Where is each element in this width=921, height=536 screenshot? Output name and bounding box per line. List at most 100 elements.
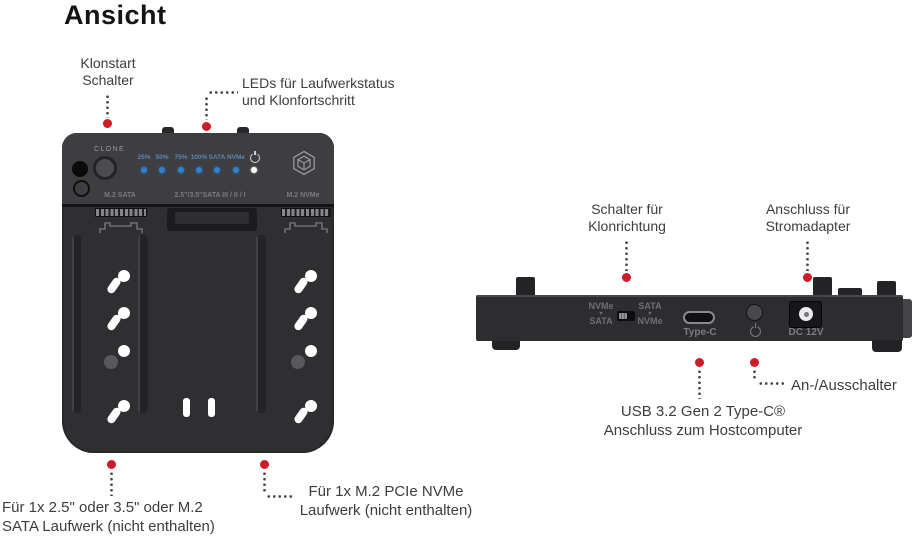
dc-jack-ring bbox=[799, 307, 813, 321]
callout-sata-bay: Für 1x 2.5" oder 3.5" oder M.2 SATA Lauf… bbox=[2, 498, 252, 536]
switch-label-nvme-to-sata-top: NVMe bbox=[588, 301, 614, 311]
keyhole-standoff-with-peg bbox=[104, 345, 132, 373]
callout-leds: LEDs für Laufwerkstatus und Klonfortschr… bbox=[242, 75, 395, 109]
power-icon bbox=[750, 326, 761, 337]
dc-power-jack[interactable] bbox=[789, 301, 822, 328]
drive-stop-slot bbox=[208, 398, 215, 417]
led-label-sata: SATA bbox=[208, 154, 226, 161]
device-foot bbox=[872, 340, 902, 352]
keyhole-standoff bbox=[292, 400, 319, 428]
slot-label-m2-nvme: M.2 NVMe bbox=[286, 192, 320, 199]
drive-rail bbox=[72, 235, 81, 413]
keyhole-standoff bbox=[105, 307, 132, 335]
leader-line bbox=[110, 471, 113, 496]
sata-connector-outline-icon bbox=[284, 222, 328, 233]
callout-usb-host: USB 3.2 Gen 2 Type-C® Anschluss zum Host… bbox=[588, 402, 818, 440]
power-button[interactable] bbox=[746, 304, 763, 321]
led-label-25: 25% bbox=[137, 154, 151, 161]
callout-clone-direction-line2: Klonrichtung bbox=[588, 218, 666, 234]
leader-line bbox=[266, 495, 292, 498]
switch-label-sata-to-nvme-top: SATA bbox=[638, 301, 662, 311]
keyhole-standoff bbox=[292, 307, 319, 335]
device-foot bbox=[492, 341, 520, 350]
red-dot-marker bbox=[695, 358, 704, 367]
drive-rail bbox=[138, 235, 148, 413]
sata-port-tongue bbox=[175, 212, 249, 224]
switch-label-nvme-to-sata-bottom: SATA bbox=[589, 316, 613, 326]
arrow-down-icon: ▼ bbox=[598, 311, 604, 317]
callout-klonstart-line1: Klonstart bbox=[80, 55, 136, 71]
progress-led-50-icon bbox=[159, 167, 165, 173]
red-dot-marker bbox=[202, 122, 211, 131]
power-led-icon bbox=[251, 167, 257, 173]
leader-line bbox=[806, 240, 809, 271]
leader-line bbox=[625, 240, 628, 271]
clone-button-label: CLONE bbox=[94, 146, 126, 153]
red-dot-marker bbox=[260, 460, 269, 469]
backup-button[interactable] bbox=[72, 161, 88, 177]
usb-type-c-port[interactable] bbox=[683, 311, 715, 324]
leader-line bbox=[263, 471, 266, 493]
sata-led-icon bbox=[214, 167, 220, 173]
callout-power-adapter: Anschluss für Stromadapter bbox=[748, 201, 868, 235]
page-title: Ansicht bbox=[64, 0, 167, 30]
red-dot-marker bbox=[803, 273, 812, 282]
led-label-nvme: NVMe bbox=[226, 154, 246, 161]
leader-line bbox=[753, 369, 756, 381]
dc-jack-pin bbox=[803, 311, 809, 317]
callout-usb-host-line2: Anschluss zum Hostcomputer bbox=[603, 422, 803, 439]
drive-stop-slot bbox=[183, 398, 190, 417]
device-tab bbox=[237, 127, 249, 134]
led-label-50: 50% bbox=[155, 154, 169, 161]
progress-led-100-icon bbox=[196, 167, 202, 173]
switch-label-sata-to-nvme-bottom: NVMe bbox=[637, 316, 663, 326]
switch-knob bbox=[619, 313, 627, 319]
callout-leds-line1: LEDs für Laufwerkstatus bbox=[242, 75, 395, 91]
callout-clone-direction-line1: Schalter für bbox=[591, 201, 663, 217]
brand-cube-logo-icon bbox=[293, 150, 315, 176]
arrow-down-icon: ▼ bbox=[647, 311, 653, 317]
clone-start-button[interactable] bbox=[93, 156, 117, 180]
callout-clone-direction: Schalter für Klonrichtung bbox=[567, 201, 687, 235]
device-post bbox=[813, 277, 832, 295]
red-dot-marker bbox=[107, 460, 116, 469]
progress-led-25-icon bbox=[141, 167, 147, 173]
nvme-led-icon bbox=[233, 167, 239, 173]
docking-station-top-view: CLONE 25% 50% 75% 100% SATA NVMe bbox=[62, 127, 334, 453]
slot-label-m2-sata: M.2 SATA bbox=[104, 192, 136, 199]
device-post bbox=[516, 277, 535, 295]
red-dot-marker bbox=[103, 119, 112, 128]
mode-button[interactable] bbox=[73, 180, 90, 197]
keyhole-standoff bbox=[105, 400, 132, 428]
device-side-face bbox=[903, 299, 912, 338]
clone-direction-switch[interactable] bbox=[617, 311, 635, 321]
callout-power-switch: An-/Ausschalter bbox=[791, 376, 897, 395]
callout-power-adapter-line1: Anschluss für bbox=[765, 201, 851, 217]
keyhole-standoff bbox=[105, 270, 132, 298]
callout-sata-bay-line2: SATA Laufwerk (nicht enthalten) bbox=[2, 518, 215, 535]
callout-nvme-bay-line2: Laufwerk (nicht enthalten) bbox=[299, 502, 473, 519]
leader-line bbox=[208, 91, 238, 94]
red-dot-marker bbox=[622, 273, 631, 282]
dc-jack-label: DC 12V bbox=[788, 327, 824, 338]
callout-power-switch-line1: An-/Ausschalter bbox=[791, 377, 897, 394]
docking-station-rear-view: NVMe ▼ SATA SATA ▼ NVMe Type-C DC 12V bbox=[476, 277, 913, 355]
callout-nvme-bay: Für 1x M.2 PCIe NVMe Laufwerk (nicht ent… bbox=[296, 482, 476, 520]
callout-usb-host-line1: USB 3.2 Gen 2 Type-C® bbox=[620, 403, 786, 420]
progress-led-75-icon bbox=[178, 167, 184, 173]
led-label-75: 75% bbox=[174, 154, 188, 161]
sata-connector-outline-icon bbox=[99, 222, 143, 233]
type-c-port-label: Type-C bbox=[683, 327, 717, 338]
led-label-100: 100% bbox=[190, 154, 208, 161]
callout-klonstart-line2: Schalter bbox=[82, 72, 134, 88]
callout-klonstart: Klonstart Schalter bbox=[60, 55, 156, 89]
callout-nvme-bay-line1: Für 1x M.2 PCIe NVMe bbox=[308, 483, 464, 500]
leader-line bbox=[106, 94, 109, 118]
m2-nvme-connector bbox=[281, 208, 331, 217]
red-dot-marker bbox=[750, 358, 759, 367]
m2-sata-connector bbox=[95, 208, 147, 217]
device-lip bbox=[838, 288, 862, 295]
power-icon bbox=[250, 153, 260, 163]
keyhole-standoff bbox=[292, 270, 319, 298]
